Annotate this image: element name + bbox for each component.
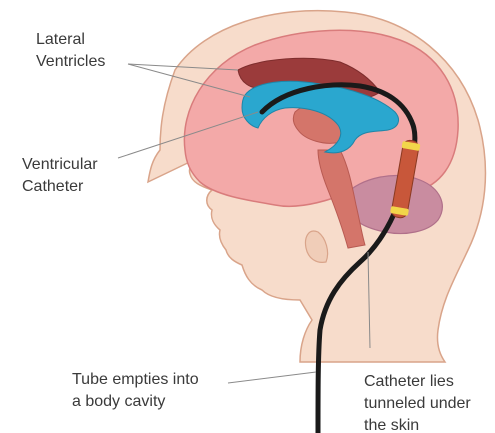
leader-tube [228, 372, 316, 383]
label-ventricular-catheter: Ventricular Catheter [22, 156, 102, 195]
label-tube-empties: Tube empties into a body cavity [72, 371, 203, 410]
label-catheter-tunneled: Catheter lies tunneled under the skin [364, 373, 475, 433]
label-lateral-ventricles: Lateral Ventricles [36, 31, 105, 70]
